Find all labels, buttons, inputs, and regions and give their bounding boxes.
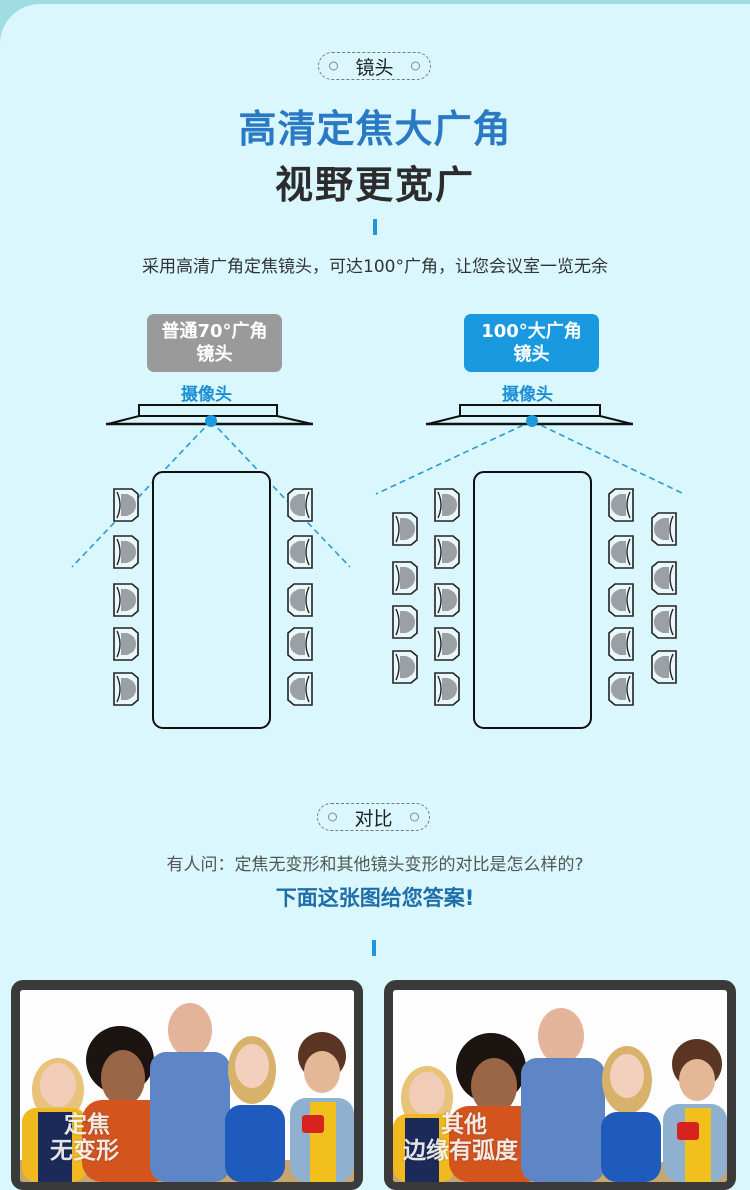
photo-caption: 定焦 无变形 bbox=[50, 1112, 119, 1164]
chair-icon bbox=[113, 488, 139, 522]
circle-icon bbox=[411, 61, 420, 71]
divider-bar bbox=[372, 940, 376, 956]
circle-icon bbox=[328, 812, 337, 822]
section-tag-compare: 对比 bbox=[317, 803, 430, 831]
chair-icon bbox=[434, 488, 460, 522]
chair-icon bbox=[288, 536, 312, 568]
chair-icon bbox=[609, 673, 633, 705]
caption-line: 边缘有弧度 bbox=[403, 1138, 518, 1164]
room-layout-diagram bbox=[71, 404, 685, 729]
camera-mount-left bbox=[71, 404, 351, 568]
caption-line: 其他 bbox=[441, 1112, 487, 1138]
badge-line: 100°大广角 bbox=[481, 321, 582, 342]
chair-icon bbox=[288, 628, 312, 660]
chair-icon bbox=[288, 489, 312, 521]
chair-icon bbox=[609, 489, 633, 521]
people-illustration bbox=[393, 990, 727, 1182]
chair-icon bbox=[288, 584, 312, 616]
subheadline: 视野更宽广 bbox=[274, 163, 475, 207]
chair-icon bbox=[609, 536, 633, 568]
chair-icon bbox=[434, 583, 460, 617]
group-photo: 其他 边缘有弧度 bbox=[393, 990, 727, 1182]
chair-icon bbox=[609, 628, 633, 660]
question-text: 有人问：定焦无变形和其他镜头变形的对比是怎么样的? bbox=[166, 855, 584, 875]
chair-icon bbox=[652, 562, 676, 594]
chair-icon bbox=[113, 672, 139, 706]
badge-line: 镜头 bbox=[513, 344, 550, 365]
circle-icon bbox=[329, 61, 338, 71]
badge-line: 镜头 bbox=[196, 344, 233, 365]
chair-icon bbox=[113, 583, 139, 617]
chair-icon bbox=[288, 673, 312, 705]
chair-icon bbox=[434, 535, 460, 569]
section-tag-lens: 镜头 bbox=[318, 52, 431, 80]
group-photo: 定焦 无变形 bbox=[20, 990, 354, 1182]
answer-text: 下面这张图给您答案! bbox=[275, 886, 475, 910]
chair-icon bbox=[652, 513, 676, 545]
chair-icon bbox=[652, 651, 676, 683]
badge-line: 普通70°广角 bbox=[161, 321, 268, 342]
chair-icon bbox=[392, 561, 418, 595]
chair-icon bbox=[609, 584, 633, 616]
table-right bbox=[473, 471, 592, 729]
circle-icon bbox=[410, 812, 419, 822]
chair-icon bbox=[392, 650, 418, 684]
chair-icon bbox=[652, 606, 676, 638]
chair-icon bbox=[113, 627, 139, 661]
chair-icon bbox=[113, 535, 139, 569]
caption-line: 无变形 bbox=[50, 1138, 119, 1164]
camera-label-left: 摄像头 bbox=[181, 385, 232, 405]
description: 采用高清广角定焦镜头，可达100°广角，让您会议室一览无余 bbox=[142, 257, 608, 277]
section-tag-label: 对比 bbox=[354, 807, 393, 830]
chair-icon bbox=[434, 627, 460, 661]
standard-lens-badge: 普通70°广角 镜头 bbox=[147, 314, 282, 372]
photo-caption: 其他 边缘有弧度 bbox=[403, 1112, 518, 1164]
section-tag-label: 镜头 bbox=[355, 56, 394, 79]
chair-icon bbox=[392, 512, 418, 546]
chair-icon bbox=[434, 672, 460, 706]
camera-mount-right bbox=[375, 404, 685, 495]
divider-bar bbox=[373, 219, 377, 235]
people-illustration bbox=[20, 990, 354, 1182]
photo-frame-fixed-focus: 定焦 无变形 bbox=[11, 980, 363, 1190]
table-left bbox=[152, 471, 271, 729]
headline: 高清定焦大广角 bbox=[238, 107, 512, 151]
caption-line: 定焦 bbox=[64, 1112, 110, 1138]
wide-lens-badge: 100°大广角 镜头 bbox=[464, 314, 599, 372]
chair-icon bbox=[392, 605, 418, 639]
photo-frame-other-lens: 其他 边缘有弧度 bbox=[384, 980, 736, 1190]
camera-label-right: 摄像头 bbox=[502, 385, 553, 405]
